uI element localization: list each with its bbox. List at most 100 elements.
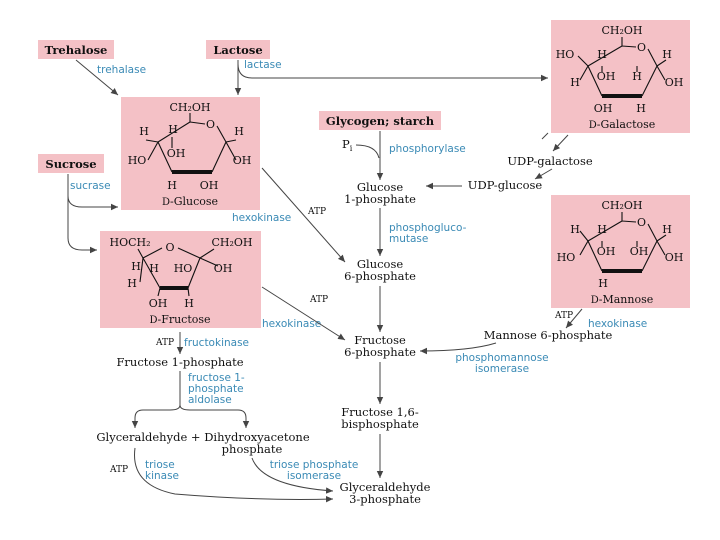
glyceraldehyde-3-phosphate-line1: Glyceraldehyde [340,480,431,494]
mannose-atom-oh2: OH [630,245,649,258]
atp-fructokinase: ATP [155,338,174,348]
enzyme-lactase: lactase [244,59,282,71]
fructose-bisphosphate-line2: bisphosphate [341,417,419,431]
enzyme-triose-kinase-line2: kinase [145,470,179,482]
fructose-bisphosphate-line1: Fructose 1,6- [341,405,419,419]
mannose-atom-h3: H [662,223,672,236]
arrow-dhap-gap [251,457,334,494]
enzyme-phosphomannose-line2: isomerase [475,363,529,375]
glucose-atom-ho: HO [128,154,147,167]
arrow-fructose-f6p [261,286,346,341]
enzyme-sucrase: sucrase [70,180,111,192]
glucose-1-phosphate-line2: 1-phosphate [344,192,416,206]
enzyme-hexokinase-mannose: hexokinase [588,318,647,330]
mannose-atom-h4: H [598,277,608,290]
galactose-atom-oh1: OH [597,70,616,83]
glycogen-label: Glycogen; starch [326,114,435,128]
arrow-galactose-tick [541,132,549,140]
lactose-source: Lactose [206,40,270,59]
fructose-atom-h3: H [127,277,137,290]
fructose-atom-o: O [165,241,174,254]
enzyme-hexokinase-glucose: hexokinase [232,212,291,224]
arrow-split-glyceraldehyde [131,404,181,428]
galactose-atom-h5: H [636,102,646,115]
trioses: Glyceraldehyde + Dihydroxyacetone [96,430,309,444]
mannose-atom-h2: H [597,223,607,236]
mannose-atom-h1: H [570,223,580,236]
glucose-atom-ch2oh: CH₂OH [169,101,210,114]
enzyme-aldolase-line2: phosphate [188,383,244,395]
glucose-atom-oh3: OH [200,179,219,192]
fructose-atom-hoch2: HOCH₂ [109,236,150,249]
fructose-atom-oh2: OH [149,297,168,310]
sucrose-source: Sucrose [38,154,104,173]
glucose-atom-h4: H [167,179,177,192]
arrow-pi-in [355,144,380,159]
galactose-atom-o: O [637,41,646,54]
galactose-atom-h3: H [570,76,580,89]
udp-galactose: UDP-galactose [507,154,593,168]
fructose-atom-ch2oh: CH₂OH [211,236,252,249]
glyceraldehyde-3-phosphate-line2: 3-phosphate [349,492,421,506]
arrow-glyceraldehyde-gap [134,447,334,503]
enzyme-triose-kinase-line1: triose [145,459,175,471]
enzyme-phosphoglucomutase-line2: mutase [389,233,428,245]
galactose-atom-oh2: OH [594,102,613,115]
enzyme-tpi-line2: isomerase [287,470,341,482]
fructose-atom-oh1: OH [214,262,233,275]
glucose-atom-h2: H [139,125,149,138]
atp-triose-kinase: ATP [109,465,128,475]
arrow-glucose-g6p [261,167,346,263]
fructose-atom-h1: H [131,260,141,273]
enzyme-aldolase-line3: aldolase [188,394,232,406]
fructose-atom-h4: H [184,297,194,310]
glucose-atom-oh2: OH [233,154,252,167]
trehalose-source: Trehalose [38,40,114,59]
galactose-atom-h1: H [597,48,607,61]
fructose-6-phosphate-line2: 6-phosphate [344,345,416,359]
arrow-trehalose-glucose [75,59,119,96]
mannose-atom-oh1: OH [597,245,616,258]
enzyme-fructokinase: fructokinase [184,337,249,349]
galactose-name: D-Galactose [589,118,656,131]
glucose-atom-h3: H [234,125,244,138]
enzyme-phosphorylase: phosphorylase [389,143,466,155]
glucose-1-phosphate-line1: Glucose [357,180,404,194]
atp-fructose: ATP [309,295,328,305]
glucose-atom-oh1: OH [167,147,186,160]
enzyme-phosphomannose-line1: phosphomannose [455,352,548,364]
fructose-structure: HOCH₂ O CH₂OH H H HO OH H OH H D-Fructos… [100,231,261,328]
atp-glucose: ATP [307,207,326,217]
arrow-udpgal-udpglc [534,168,553,180]
mannose-name: D-Mannose [591,293,654,306]
enzyme-phosphoglucomutase-line1: phosphogluco- [389,222,467,234]
glucose-atom-o: O [206,118,215,131]
glycogen-source: Glycogen; starch [319,111,441,130]
arrow-galactose-udpgal [552,134,569,152]
mannose-structure: CH₂OH O H H OH OH HO H H OH D-Mannose [551,195,690,308]
galactose-atom-ch2oh: CH₂OH [601,24,642,37]
arrow-m6p-f6p [419,342,497,355]
galactose-atom-h2: H [662,48,672,61]
glucose-6-phosphate-line2: 6-phosphate [344,269,416,283]
galactose-atom-oh3: OH [665,76,684,89]
enzyme-aldolase-line1: fructose 1- [188,372,245,384]
enzyme-trehalase: trehalase [97,64,146,76]
mannose-atom-ch2oh: CH₂OH [601,199,642,212]
arrow-sucrose-fructose [67,196,97,254]
arrow-split-dhap [179,404,250,428]
atp-mannose: ATP [554,311,573,321]
enzyme-tpi-line1: triose phosphate [270,459,359,471]
lactose-label: Lactose [213,43,262,57]
arrow-mannose-m6p [565,308,583,329]
glucose-structure: CH₂OH O H H OH H HO OH H OH D-Glucose [121,97,260,210]
fructose-1-phosphate: Fructose 1-phosphate [116,355,243,369]
arrow-lactose-galactose [237,63,548,82]
trehalose-label: Trehalose [45,43,108,57]
glucose-6-phosphate-line1: Glucose [357,257,404,271]
fructose-atom-ho: HO [174,262,193,275]
glucose-name: D-Glucose [162,195,218,208]
mannose-atom-ho: HO [557,251,576,264]
galactose-structure: CH₂OH O HO H OH H H H OH H OH D-Galactos… [551,20,690,133]
